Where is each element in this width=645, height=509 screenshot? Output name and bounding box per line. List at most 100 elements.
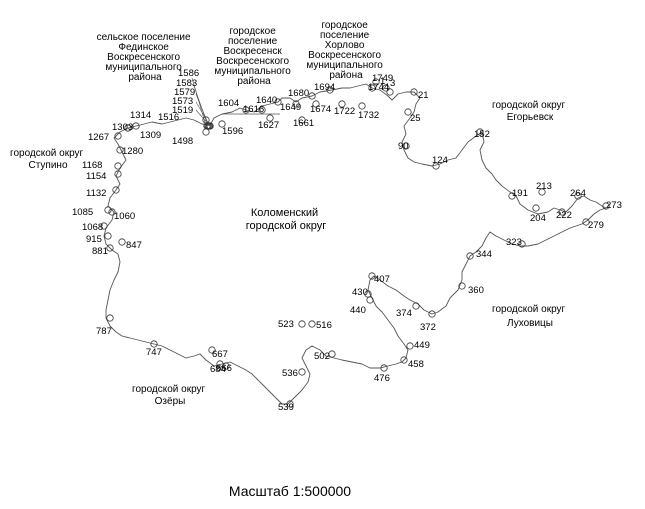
point-marker	[518, 240, 526, 248]
label-khorlovo: городское поселение Хорлово Воскресенско…	[306, 20, 385, 81]
point-marker	[132, 122, 140, 130]
label-voskresensk: городское поселение Воскресенск Воскресе…	[214, 26, 293, 87]
point-label: 1060	[114, 211, 135, 222]
label-kolomna: Коломенский городской округ	[246, 207, 327, 232]
point-marker	[106, 314, 114, 322]
point-label: 3	[390, 78, 395, 89]
point-marker	[466, 252, 474, 260]
point-marker	[298, 320, 306, 328]
point-marker	[112, 186, 120, 194]
point-label: 666	[216, 363, 232, 374]
point-label: 1068	[82, 222, 103, 233]
point-label: 1267	[88, 132, 109, 143]
point-label: 502	[314, 351, 330, 362]
point-marker	[150, 340, 158, 348]
scale-label: Масштаб 1:500000	[229, 483, 351, 499]
point-label: 213	[536, 181, 552, 192]
point-label: 1	[380, 76, 385, 87]
point-label: 536	[282, 368, 298, 379]
district-boundary	[103, 83, 607, 405]
point-marker	[574, 192, 582, 200]
point-marker	[218, 120, 226, 128]
point-label: 915	[86, 234, 102, 245]
point-label: 1674	[310, 104, 331, 115]
point-label: 458	[408, 359, 424, 370]
point-marker	[538, 188, 546, 196]
point-marker	[216, 360, 224, 368]
point-label: 1616	[243, 104, 264, 115]
point-label: 430	[352, 287, 368, 298]
point-label: 1649	[280, 102, 301, 113]
point-label: 1573	[172, 96, 193, 107]
point-label: 407	[374, 274, 390, 285]
point-label: 881	[92, 246, 108, 257]
point-label: 1579	[174, 87, 195, 98]
point-label: 1596	[222, 126, 243, 137]
point-marker	[326, 86, 334, 94]
point-marker	[312, 100, 320, 108]
point-label: 1680	[288, 88, 309, 99]
point-marker	[338, 100, 346, 108]
point-marker	[380, 364, 388, 372]
point-label: 1303	[112, 122, 133, 133]
point-label: 523	[278, 319, 294, 330]
point-marker	[274, 98, 282, 106]
point-label: 787	[96, 326, 112, 337]
point-label: 279	[588, 220, 604, 231]
point-label: 273	[606, 200, 622, 211]
point-label: 684	[210, 364, 226, 375]
point-marker	[202, 116, 210, 124]
label-stupino: городской округ Ступино	[10, 148, 86, 171]
point-label: 323	[506, 237, 522, 248]
label-lukhovitsy: городской округ Луховицы	[492, 304, 568, 329]
point-label: 21	[418, 90, 429, 101]
point-label: 1640	[256, 95, 277, 106]
point-label: 847	[126, 240, 142, 251]
point-label: 1661	[293, 118, 314, 129]
point-label: 1722	[334, 106, 355, 117]
point-marker	[202, 128, 210, 136]
point-marker	[308, 92, 316, 100]
point-marker	[104, 232, 112, 240]
point-label: 516	[316, 320, 332, 331]
point-marker	[410, 88, 418, 96]
point-marker	[100, 222, 108, 230]
point-label: 747	[146, 347, 162, 358]
point-label: 667	[212, 349, 228, 360]
point-label: 1744	[368, 82, 389, 93]
point-label: 1154	[86, 171, 106, 182]
point-marker	[432, 162, 440, 170]
point-label: 1309	[140, 130, 161, 141]
point-marker	[114, 162, 122, 170]
point-marker	[116, 146, 124, 154]
point-marker	[372, 78, 380, 86]
point-marker	[582, 218, 590, 226]
point-label: 449	[414, 340, 430, 351]
point-label: 1132	[86, 188, 106, 199]
point-marker	[368, 272, 376, 280]
point-marker	[328, 350, 336, 358]
point-marker	[404, 108, 412, 116]
point-label: 1627	[258, 120, 279, 131]
point-label: 1280	[122, 146, 143, 157]
point-marker	[532, 204, 540, 212]
point-marker	[114, 170, 122, 178]
point-label: 360	[468, 285, 484, 296]
point-label: 152	[474, 129, 490, 140]
point-marker	[124, 124, 132, 132]
point-label: 25	[410, 113, 421, 124]
point-marker	[428, 310, 436, 318]
point-label: 1732	[358, 110, 379, 121]
point-marker	[118, 238, 126, 246]
point-marker	[266, 114, 274, 122]
point-marker	[308, 320, 316, 328]
point-marker	[366, 296, 374, 304]
point-label: 1168	[82, 160, 102, 171]
point-label: 374	[396, 308, 412, 319]
point-marker	[242, 106, 250, 114]
label-fedino: сельское поселение Фединское Воскресенск…	[97, 32, 194, 83]
point-label: 539	[278, 402, 294, 413]
point-marker	[206, 122, 214, 130]
point-label: 124	[432, 155, 448, 166]
